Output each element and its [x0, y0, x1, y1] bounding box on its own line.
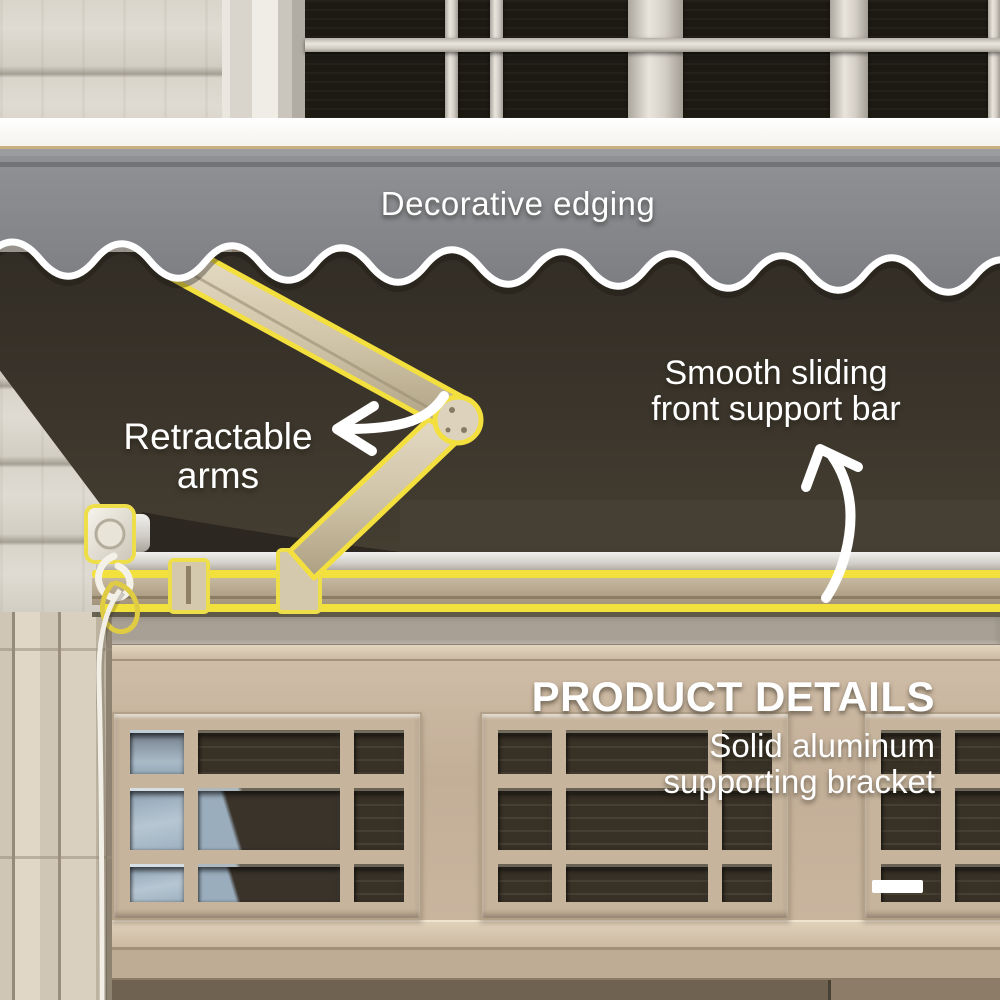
- window-pane: [354, 864, 404, 902]
- garage-door-top-panel: [0, 978, 1000, 1000]
- window-pane: [722, 730, 772, 774]
- window-mullion: [628, 0, 683, 118]
- label-line: front support bar: [651, 389, 901, 428]
- window-pane: [354, 788, 404, 850]
- garage-trim-lower: [0, 920, 1000, 950]
- window-pane: [130, 788, 184, 850]
- label-line: Retractable: [123, 416, 313, 457]
- subtitle-line: supporting bracket: [663, 763, 936, 801]
- upper-window: [222, 0, 1000, 118]
- window-pane: [955, 730, 1000, 774]
- window-pane: [498, 788, 552, 850]
- window-pane: [955, 788, 1000, 850]
- product-details-title: PRODUCT DETAILS: [531, 673, 935, 720]
- window-mullion: [988, 0, 1000, 118]
- garage-door-top-panel: [828, 980, 1000, 1000]
- decorative-edging-label: Decorative edging: [380, 185, 656, 222]
- door-jamb-molding: [0, 612, 112, 1000]
- window-pane: [722, 864, 772, 902]
- support-bracket: [276, 548, 322, 614]
- window-mullion: [490, 0, 503, 118]
- garage-window-middle: [480, 712, 790, 920]
- fascia-band: [0, 118, 1000, 149]
- label-line: Smooth sliding: [664, 354, 888, 392]
- molding-groove: [0, 648, 112, 651]
- fabric-shadow-strip: [400, 500, 1000, 548]
- window-glass: [222, 0, 1000, 118]
- front-support-bar-label: Smooth sliding front support bar: [615, 354, 937, 428]
- window-pane: [722, 788, 772, 850]
- window-pane: [198, 730, 340, 774]
- window-frame-pillar: [222, 0, 305, 118]
- label-line: arms: [176, 454, 260, 496]
- garage-wall-lower: [0, 950, 1000, 978]
- window-pane: [881, 730, 941, 774]
- retractable-arms-label: Retractable arms: [78, 416, 358, 496]
- garage-window-right: [863, 712, 1000, 920]
- wood-siding: [0, 0, 232, 655]
- arm-elbow-joint: [432, 394, 484, 446]
- product-details-subtitle: Solid aluminum supporting bracket: [435, 727, 936, 801]
- window-pane: [955, 864, 1000, 902]
- window-pane: [566, 730, 708, 774]
- window-pane: [881, 788, 941, 850]
- garage-window-left: [112, 712, 422, 920]
- minus-indicator-icon: [872, 880, 923, 893]
- window-pane: [130, 864, 184, 902]
- window-pane: [198, 864, 340, 902]
- window-pane: [130, 730, 184, 774]
- curved-arrow-up-icon: [801, 444, 863, 603]
- molding-groove: [0, 856, 112, 859]
- window-mullion: [445, 0, 458, 118]
- window-mullion: [830, 0, 868, 118]
- window-pane: [498, 864, 552, 902]
- window-pane: [498, 730, 552, 774]
- window-pane: [354, 730, 404, 774]
- window-pane: [198, 788, 340, 850]
- window-pane: [566, 864, 708, 902]
- window-mullion: [305, 38, 1000, 52]
- window-pane: [566, 788, 708, 850]
- concrete-lintel: [0, 612, 1000, 644]
- subtitle-line: Solid aluminum: [709, 727, 935, 764]
- garage-trim-upper: [0, 644, 1000, 661]
